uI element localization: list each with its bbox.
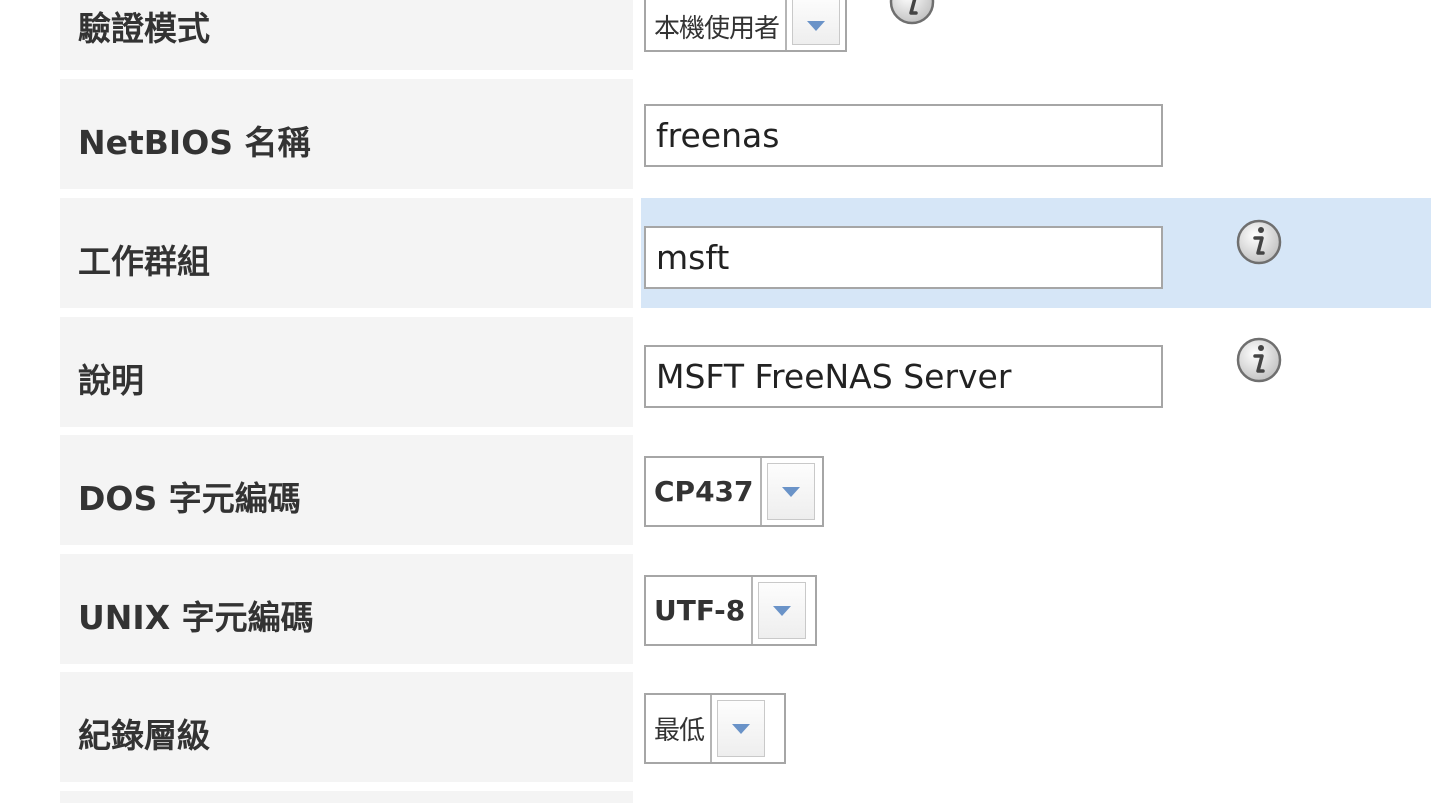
dos-charset-select[interactable]: CP437 <box>644 456 824 527</box>
info-icon[interactable] <box>1235 218 1283 266</box>
dos-charset-dropdown-button[interactable] <box>762 458 820 525</box>
dos-charset-label-cell: DOS 字元編碼 <box>60 435 633 545</box>
description-label-cell: 說明 <box>60 317 633 427</box>
log-level-dropdown-button[interactable] <box>712 695 770 762</box>
unix-charset-value: UTF-8 <box>646 577 754 644</box>
workgroup-label-cell: 工作群組 <box>60 198 633 308</box>
netbios-name-label-cell: NetBIOS 名稱 <box>60 79 633 189</box>
auth-mode-dropdown-button[interactable] <box>787 0 845 50</box>
info-icon[interactable] <box>888 0 936 26</box>
log-level-value: 最低 <box>646 695 713 762</box>
auth-mode-label-cell: 驗證模式 <box>60 0 633 70</box>
chevron-down-icon <box>781 486 800 497</box>
log-level-label-cell: 紀錄層級 <box>60 672 633 782</box>
unix-charset-dropdown-button[interactable] <box>753 577 811 644</box>
unix-charset-label: UNIX 字元編碼 <box>78 598 314 637</box>
chevron-down-icon <box>807 21 826 31</box>
next-row-label-cell <box>60 791 633 803</box>
description-input[interactable]: MSFT FreeNAS Server <box>644 345 1163 408</box>
auth-mode-label: 驗證模式 <box>78 9 210 48</box>
chevron-down-icon <box>773 605 792 616</box>
info-icon[interactable] <box>1235 336 1283 384</box>
log-level-select[interactable]: 最低 <box>644 693 786 764</box>
auth-mode-select[interactable]: 本機使用者 <box>644 0 848 52</box>
workgroup-label: 工作群組 <box>78 242 210 281</box>
dos-charset-value: CP437 <box>646 458 762 525</box>
log-level-label: 紀錄層級 <box>78 716 210 755</box>
chevron-down-icon <box>732 723 751 734</box>
netbios-name-label: NetBIOS 名稱 <box>78 123 311 162</box>
description-label: 說明 <box>78 361 144 400</box>
unix-charset-label-cell: UNIX 字元編碼 <box>60 554 633 664</box>
netbios-name-input[interactable]: freenas <box>644 104 1163 167</box>
workgroup-input[interactable]: msft <box>644 226 1163 289</box>
auth-mode-value: 本機使用者 <box>646 0 788 50</box>
unix-charset-select[interactable]: UTF-8 <box>644 575 817 646</box>
dos-charset-label: DOS 字元編碼 <box>78 479 301 518</box>
